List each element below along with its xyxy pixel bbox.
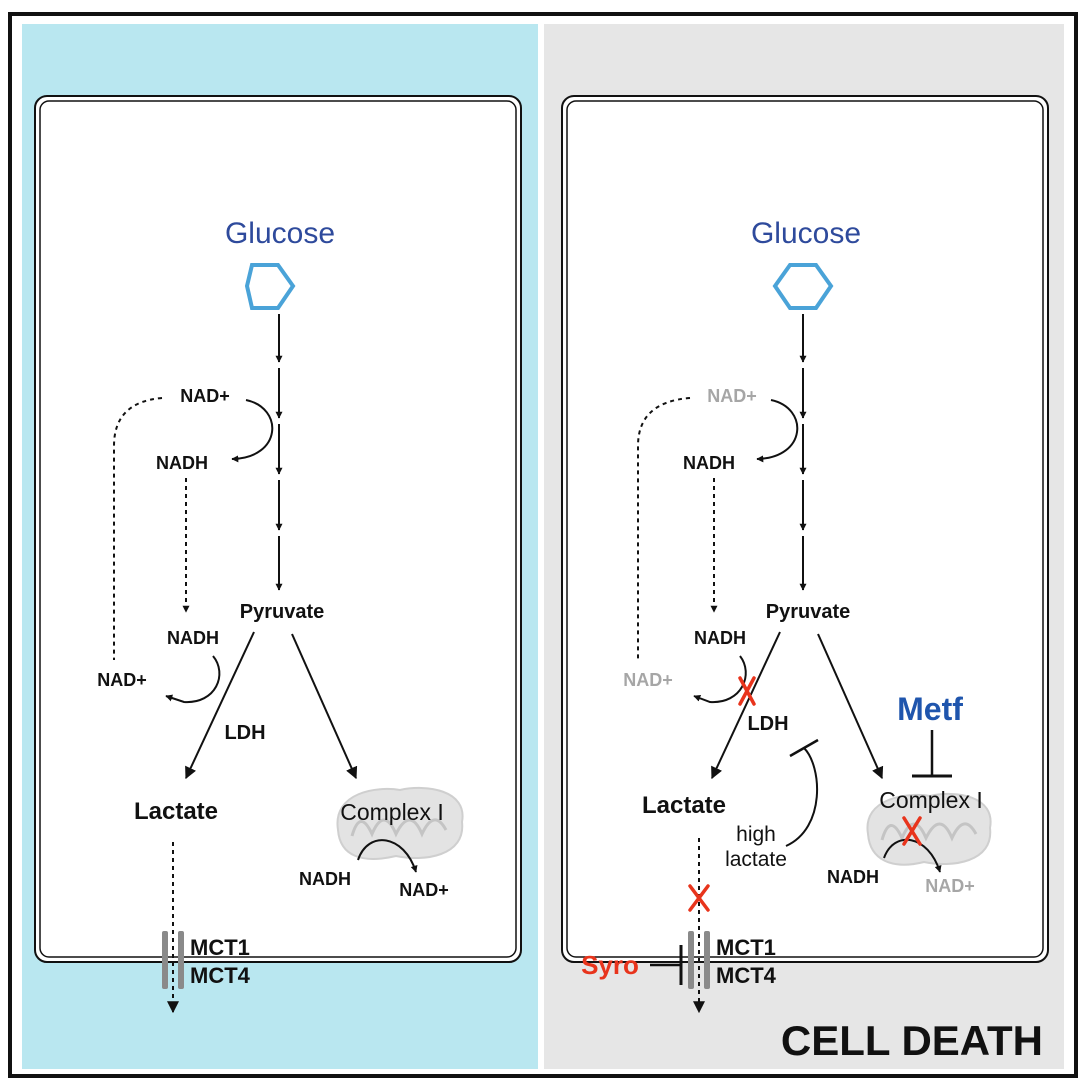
- pyruvate-to-mitochondria-arrow: [291, 633, 358, 780]
- cell-death-label: CELL DEATH: [781, 1017, 1043, 1064]
- nad-to-nadh-curved-arrow: [756, 399, 799, 463]
- metformin-label: Metf: [897, 691, 963, 727]
- nadh-complex-label: NADH: [827, 867, 879, 887]
- pyruvate-to-lactate-arrow: [711, 631, 781, 780]
- nad-recycle-dashed-line: [637, 397, 691, 660]
- lactate-label: Lactate: [134, 798, 218, 825]
- nadh-to-nad-complex-arrow: [357, 839, 418, 873]
- mct4-label: MCT4: [716, 963, 777, 988]
- ldh-label: LDH: [224, 722, 265, 744]
- right-panel: Glucose NAD+ NADH Pyruvate NADH NAD+ LDH…: [561, 95, 1049, 1064]
- mct1-label: MCT1: [190, 935, 250, 960]
- complex-i-label: Complex I: [340, 799, 444, 825]
- nad-to-nadh-curved-arrow: [231, 399, 274, 463]
- high-lactate-feedback-line: [785, 747, 819, 847]
- mct1-label: MCT1: [716, 935, 776, 960]
- glucose-label: Glucose: [751, 217, 861, 250]
- pyruvate-label: Pyruvate: [240, 601, 325, 623]
- glucose-hexagon-icon: [244, 263, 296, 310]
- cell-membrane-inner: [39, 100, 517, 958]
- nadh-to-nad-ldh-arrow: [693, 655, 747, 704]
- pyruvate-to-lactate-arrow: [185, 631, 255, 780]
- export-blocked-x-icon: [688, 884, 710, 912]
- high-lactate-line1: high: [736, 823, 776, 846]
- nadh-ldh-label: NADH: [167, 628, 219, 648]
- nad-ldh-label: NAD+: [97, 670, 147, 690]
- nad-ldh-label: NAD+: [623, 670, 673, 690]
- high-lactate-line2: lactate: [725, 848, 787, 871]
- nad-complex-label: NAD+: [399, 880, 449, 900]
- ldh-label: LDH: [747, 713, 788, 735]
- pyruvate-label: Pyruvate: [766, 601, 851, 623]
- nad-recycle-dashed-line: [113, 397, 163, 660]
- glucose-label: Glucose: [225, 217, 335, 250]
- nadh-top-label: NADH: [683, 453, 735, 473]
- glucose-hexagon-icon: [772, 263, 834, 310]
- left-panel: Glucose NAD+ NADH Pyruvate NADH NAD+ LDH…: [34, 95, 522, 1014]
- ldh-inhibition-bar: [789, 738, 819, 758]
- nad-top-label: NAD+: [180, 386, 230, 406]
- lactate-label: Lactate: [642, 792, 726, 819]
- nadh-to-nad-complex-arrow: [883, 838, 942, 873]
- nadh-top-label: NADH: [156, 453, 208, 473]
- complex-i-label: Complex I: [879, 787, 983, 813]
- mitochondrion-icon: [866, 792, 992, 866]
- mitochondrion-icon: [336, 787, 464, 860]
- cell-membrane-inner: [566, 100, 1044, 958]
- mct4-label: MCT4: [190, 963, 251, 988]
- nad-complex-label: NAD+: [925, 876, 975, 896]
- nadh-ldh-label: NADH: [694, 628, 746, 648]
- mct-transporter-icon: [162, 931, 184, 989]
- pyruvate-to-mitochondria-arrow: [817, 633, 884, 780]
- complex-i-blocked-x-icon: [902, 816, 922, 846]
- mct-transporter-icon: [688, 931, 710, 989]
- syrosingopine-label: Syro: [581, 950, 639, 980]
- nad-top-label: NAD+: [707, 386, 757, 406]
- ldh-blocked-x-icon: [738, 676, 756, 706]
- nadh-to-nad-ldh-arrow: [165, 655, 221, 704]
- nadh-complex-label: NADH: [299, 869, 351, 889]
